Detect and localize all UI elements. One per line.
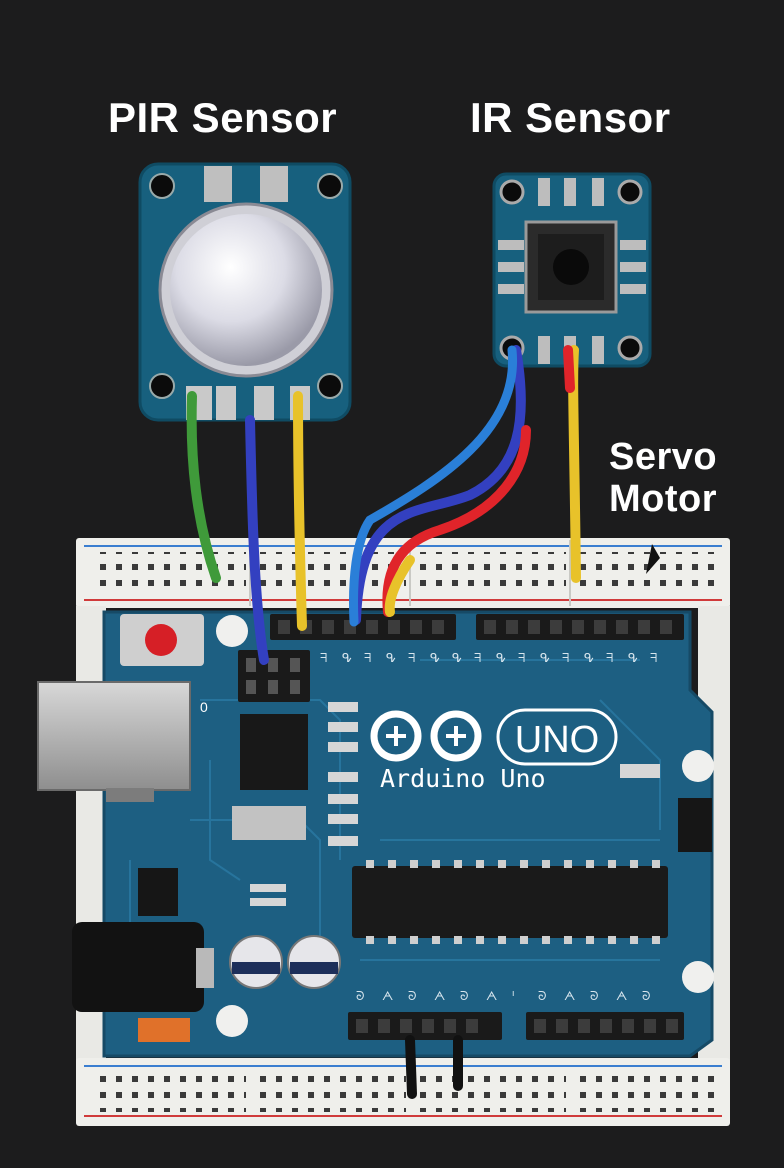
pin-mark: ᖷ <box>650 651 657 665</box>
uno-badge-text: UNO <box>515 719 599 761</box>
pin-mark: ᖷ <box>606 651 613 665</box>
wire-pir-yellow <box>293 391 307 631</box>
servo-motor-label: Servo Motor <box>609 436 717 520</box>
board-name: Arduino Uno <box>380 764 546 793</box>
digital-header-right <box>476 614 684 640</box>
pin-mark: ᘐ <box>538 989 546 1003</box>
servo-label-line1: Servo <box>609 436 718 478</box>
wires <box>186 345 581 1099</box>
pin-mark: ᕴ <box>430 651 440 665</box>
pin-mark: ᑊ <box>512 989 514 1003</box>
pin-mark: ᘐ <box>590 989 598 1003</box>
side-ic <box>678 798 712 852</box>
side-digit: 0 <box>200 699 208 715</box>
pin-mark: ᕴ <box>496 651 506 665</box>
wire-ir-lightblue <box>349 345 517 627</box>
uno-badge-outline <box>496 708 618 766</box>
arduino-infinity-logo-icon <box>370 710 482 762</box>
pin-mark: ᘐ <box>356 989 364 1003</box>
wire-ir-red <box>382 425 531 617</box>
resistor-array <box>250 702 358 906</box>
servo-label-line2: Motor <box>609 478 718 520</box>
ir-sensor-label: IR Sensor <box>470 94 671 141</box>
pin-mark: ᕴ <box>452 651 462 665</box>
wire-ir-blue <box>351 345 526 625</box>
icsp-header <box>238 650 310 702</box>
power-jack-icon <box>72 922 214 1012</box>
servo-pointer-icon <box>646 544 660 574</box>
pin-mark: ᗅ <box>486 989 497 1003</box>
pin-mark: ᖷ <box>562 651 569 665</box>
atmega-chip <box>352 860 668 944</box>
pir-sensor-module <box>138 162 352 422</box>
wire-green <box>186 391 221 583</box>
pin-mark: ᕴ <box>386 651 396 665</box>
wire-pir-blue <box>245 415 269 665</box>
smd-resistor <box>620 764 660 778</box>
pin-mark: ᗅ <box>434 989 445 1003</box>
ir-sensor-module <box>492 172 652 368</box>
pin-mark: ᕴ <box>584 651 594 665</box>
pir-dome-icon <box>170 214 322 366</box>
power-header <box>348 1012 502 1040</box>
pin-mark: ᖷ <box>408 651 415 665</box>
pin-mark: ᘐ <box>460 989 468 1003</box>
pin-mark: ᖷ <box>364 651 371 665</box>
small-ic <box>138 868 178 916</box>
pin-mark: ᕴ <box>540 651 550 665</box>
breadboard-top-rail <box>76 538 730 608</box>
crystal-oscillator <box>232 806 306 840</box>
pin-mark: ᕴ <box>342 651 352 665</box>
pin-mark: ᗅ <box>382 989 393 1003</box>
pir-sensor-label: PIR Sensor <box>108 94 338 141</box>
pin-mark: ᕴ <box>628 651 638 665</box>
analog-header <box>526 1012 684 1040</box>
pin-mark: ᗅ <box>616 989 627 1003</box>
wire-black-1 <box>405 1035 417 1099</box>
wire-ir-yellow-short <box>384 555 415 617</box>
breadboard-bottom-rail <box>76 1058 730 1126</box>
pin-mark: ᗅ <box>564 989 575 1003</box>
ir-button-icon <box>553 249 589 285</box>
capacitor-pair <box>229 935 341 989</box>
pin-mark: ᘐ <box>642 989 650 1003</box>
reset-button-icon[interactable] <box>120 614 204 666</box>
usb-port-icon <box>37 681 191 802</box>
smd-component <box>138 1018 190 1042</box>
pin-mark: ᘐ <box>408 989 416 1003</box>
pin-mark: ᖷ <box>320 651 327 665</box>
voltage-regulator-chip <box>240 714 308 790</box>
pin-mark: ᖷ <box>474 651 481 665</box>
pin-mark: ᖷ <box>518 651 525 665</box>
